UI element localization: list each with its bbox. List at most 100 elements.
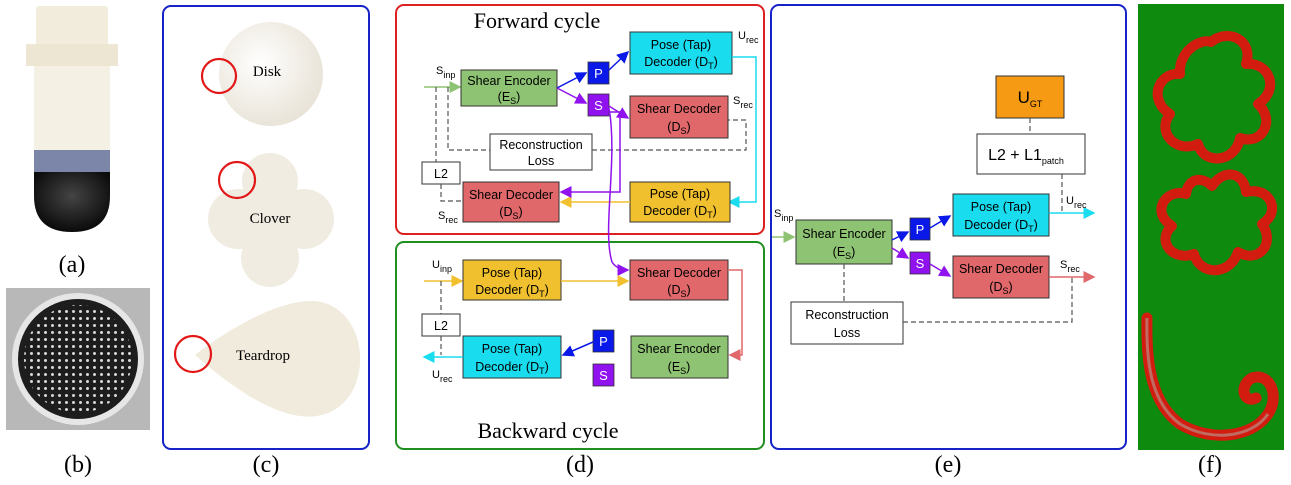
fwd-enc-to-s-arrow [556,87,588,104]
svg-text:L2: L2 [434,167,448,181]
svg-text:Shear Encoder: Shear Encoder [467,74,550,88]
backward-u-rec-label: Urec [432,369,453,384]
forward-pose-decoder: Pose (Tap) Decoder (DT) [629,31,733,75]
backward-s-latent: S [592,363,615,387]
svg-text:UGT: UGT [1018,88,1043,109]
svg-text:Decoder (DT): Decoder (DT) [644,55,718,71]
panel-label-c: (c) [253,452,280,478]
panel-e-frame [770,4,1127,450]
svg-text:S: S [599,368,608,383]
e-enc-to-p-arrow [891,231,910,243]
pin-array-image [6,288,150,430]
svg-text:(ES): (ES) [833,245,856,261]
contour-images [1138,4,1284,450]
svg-text:Reconstruction: Reconstruction [499,138,582,152]
disk-shape [219,22,323,126]
forward-u-rec-label: Urec [738,30,759,45]
backward-cycle-frame [395,241,765,450]
svg-text:Reconstruction: Reconstruction [805,308,888,322]
svg-text:P: P [599,334,608,349]
forward-p-latent: P [587,61,610,85]
svg-text:(DS): (DS) [499,205,522,221]
e-pose-decoder: Pose (Tap) Decoder (DT) [952,193,1050,237]
backward-u-inp-label: Uinp [432,259,452,274]
forward-reconstruction-loss: Reconstruction Loss [489,133,593,171]
backward-pose-decoder: Pose (Tap) Decoder (DT) [462,259,562,301]
teardrop-shape [195,301,361,417]
e-p-to-pose-arrow [929,215,952,229]
svg-text:(DS): (DS) [667,120,690,136]
svg-text:S: S [594,98,603,113]
bwd-p-to-pose-arrow [561,341,594,357]
forward-cycle-title: Forward cycle [474,8,600,33]
e-s-to-decoder-arrow [929,263,952,277]
clover-shape [208,153,334,287]
fwd-p-to-pose-arrow [608,50,630,71]
e-u-rec-label: Urec [1066,195,1087,210]
teardrop-label: Teardrop [236,348,290,364]
l2-l1-patch-box: L2 + L1patch [976,133,1086,175]
panel-c-frame [162,5,370,450]
svg-text:Pose (Tap): Pose (Tap) [482,342,542,356]
fwd-dash-l2-bottom [440,184,461,202]
svg-text:P: P [594,66,603,81]
svg-text:L2 + L1patch: L2 + L1patch [988,147,1064,166]
backward-cycle-title: Backward cycle [477,418,618,443]
forward-shear-decoder: Shear Decoder (DS) [629,95,729,139]
disk-label: Disk [253,64,282,80]
teardrop-contact-circle [173,334,213,374]
svg-text:Loss: Loss [528,154,554,168]
forward-shear-decoder-2: Shear Decoder (DS) [462,181,560,223]
forward-pose-decoder-2: Pose (Tap) Decoder (DT) [629,181,731,223]
svg-text:Decoder (DT): Decoder (DT) [643,204,717,220]
backward-shear-decoder: Shear Decoder (DS) [629,259,729,301]
clover-label: Clover [250,211,291,227]
svg-text:Decoder (DT): Decoder (DT) [964,218,1038,234]
e-enc-to-s-arrow [891,247,910,259]
backward-shear-encoder: Shear Encoder (ES) [630,335,729,379]
disk-contact-circle [200,57,238,95]
e-s-latent: S [909,251,931,275]
panel-label-e: (e) [935,452,962,478]
forward-s-rec-label-2: Srec [438,210,458,225]
svg-text:S: S [916,256,925,271]
fwd-s-to-decoder2-arrow [559,111,621,198]
panel-label-b: (b) [64,452,92,478]
panel-label-f: (f) [1198,452,1222,478]
svg-text:Shear Decoder: Shear Decoder [637,102,721,116]
e-s-rec-label: Srec [1060,259,1080,274]
fwd-dash-decoder-loss [592,119,747,151]
forward-s-inp-label: Sinp [436,65,455,80]
svg-text:Decoder (DT): Decoder (DT) [475,360,549,376]
svg-text:Decoder (DT): Decoder (DT) [475,283,549,299]
fwd-cyan-loop-arrow [727,56,757,208]
svg-text:(ES): (ES) [668,360,691,376]
svg-text:Loss: Loss [834,326,860,340]
svg-text:Shear Encoder: Shear Encoder [637,342,720,356]
e-s-inp-label: Sinp [774,208,793,223]
fwd-s-to-backward-arrow [607,107,630,276]
svg-text:Pose (Tap): Pose (Tap) [650,187,710,201]
clover-contact-circle [217,160,257,200]
e-reconstruction-loss: Reconstruction Loss [790,301,904,345]
svg-text:L2: L2 [434,319,448,333]
forward-shear-encoder: Shear Encoder (ES) [460,69,558,107]
svg-text:(ES): (ES) [498,90,521,106]
svg-text:Pose (Tap): Pose (Tap) [971,200,1031,214]
backward-p-latent: P [592,329,615,353]
svg-text:Pose (Tap): Pose (Tap) [651,38,711,52]
backward-l2-box: L2 [421,313,461,337]
svg-text:Shear Decoder: Shear Decoder [959,262,1043,276]
svg-text:(DS): (DS) [667,283,690,299]
forward-cycle-frame [395,4,765,235]
forward-s-latent: S [587,93,610,117]
sensor-photo [26,6,118,232]
svg-text:Shear Decoder: Shear Decoder [637,266,721,280]
svg-text:Shear Encoder: Shear Encoder [802,227,885,241]
panel-label-d: (d) [566,452,594,478]
e-shear-decoder: Shear Decoder (DS) [952,255,1050,299]
e-shear-encoder: Shear Encoder (ES) [795,219,893,265]
svg-text:(DS): (DS) [989,280,1012,296]
gt-box: UGT [995,75,1065,119]
